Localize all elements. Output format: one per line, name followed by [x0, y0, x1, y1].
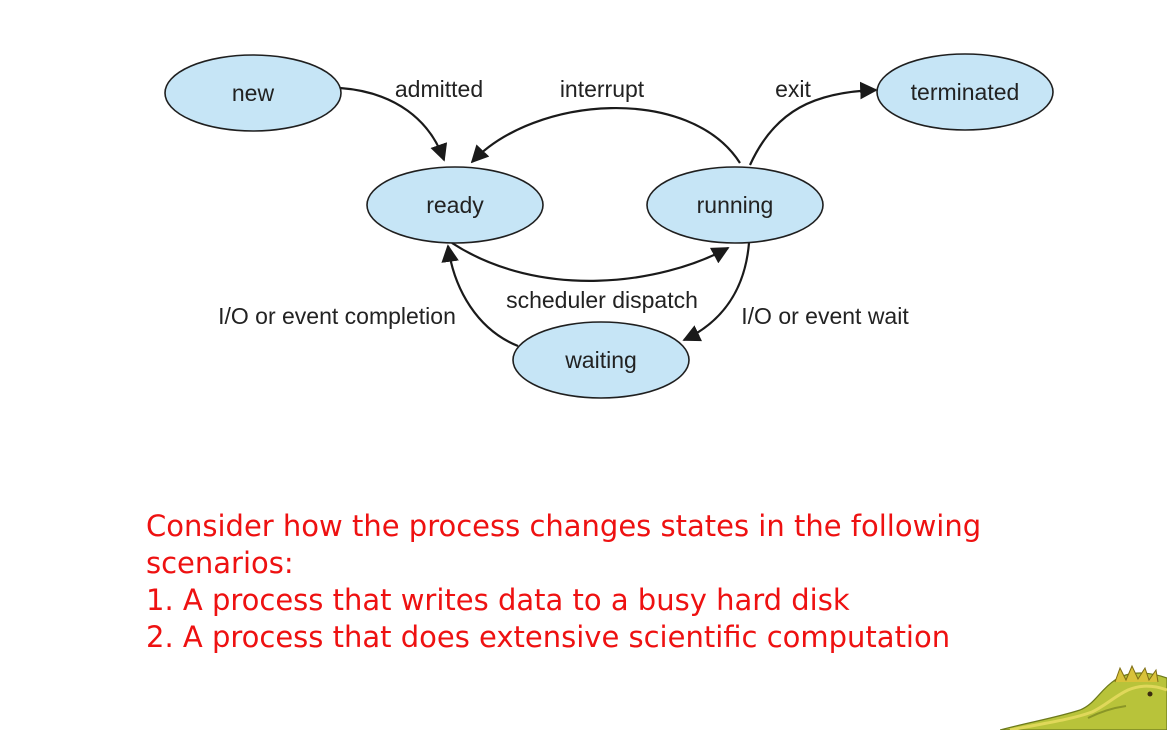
label-interrupt: interrupt [560, 76, 645, 102]
edge-io-event-completion [441, 244, 519, 348]
edge-admitted [339, 86, 448, 162]
label-io-event-wait: I/O or event wait [741, 303, 909, 329]
state-waiting-label: waiting [564, 347, 637, 373]
scenario-notes: Consider how the process changes states … [146, 508, 1106, 656]
scenario-list: 1. A process that writes data to a busy … [146, 582, 1106, 656]
label-io-event-completion: I/O or event completion [218, 303, 456, 329]
edge-exit [748, 81, 878, 166]
state-waiting: waiting [512, 321, 690, 399]
state-new-label: new [232, 80, 275, 106]
label-admitted: admitted [395, 76, 483, 102]
state-ready-label: ready [426, 192, 484, 218]
state-terminated: terminated [876, 53, 1054, 131]
state-terminated-label: terminated [911, 79, 1020, 105]
state-new: new [164, 54, 342, 132]
notes-intro: Consider how the process changes states … [146, 509, 982, 580]
edge-io-event-wait [682, 242, 751, 342]
label-exit: exit [775, 76, 811, 102]
state-running-label: running [697, 192, 774, 218]
edge-interrupt [470, 106, 741, 164]
scenario-item: 1. A process that writes data to a busy … [146, 583, 850, 617]
scenario-item: 2. A process that does extensive scienti… [146, 620, 951, 654]
dragon-mascot-icon [1000, 664, 1167, 730]
state-ready: ready [366, 166, 544, 244]
label-scheduler-dispatch: scheduler dispatch [506, 287, 698, 313]
edge-scheduler-dispatch [451, 242, 730, 282]
state-running: running [646, 166, 824, 244]
